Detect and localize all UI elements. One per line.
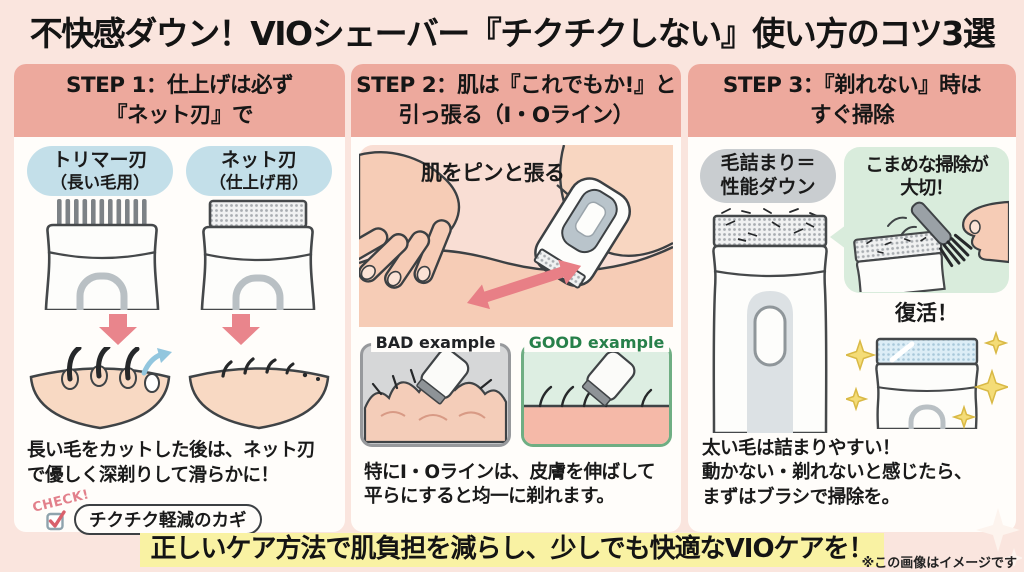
good-example-illustration bbox=[524, 350, 669, 444]
step3-header: STEP 3：『剃れない』時は すぐ掃除 bbox=[688, 64, 1016, 137]
good-example-label: GOOD example bbox=[523, 333, 670, 352]
clean-shaver-illustration bbox=[843, 330, 1010, 444]
brush-cleaning-illustration bbox=[853, 201, 1011, 300]
footer-banner: 正しいケア方法で肌負担を減らし、少しでも快適なVIOケアを！ bbox=[0, 528, 1024, 567]
bad-example-illustration bbox=[363, 348, 508, 444]
bubble-tail bbox=[830, 225, 846, 249]
corner-sparkle-icon bbox=[976, 508, 1022, 566]
checkbox-icon bbox=[46, 510, 66, 531]
step1-header: STEP 1：仕上げは必ず 『ネット刃』で bbox=[14, 64, 345, 137]
good-example-box: GOOD example bbox=[521, 333, 672, 447]
cleaning-brush bbox=[910, 201, 973, 268]
step3-body-text: 太い毛は詰まりやすい！ 動かない・剃れないと感じたら、 まずはブラシで掃除を。 bbox=[702, 438, 973, 508]
cleaning-tip-bubble: こまめな掃除が 大切！ bbox=[830, 147, 1011, 300]
clog-warning-label: 毛詰まり＝ 性能ダウン bbox=[700, 149, 836, 203]
hand-illustration bbox=[962, 201, 1011, 264]
revival-label: 復活！ bbox=[895, 301, 958, 325]
bad-example-label: BAD example bbox=[370, 333, 501, 352]
trimmer-blade-label: トリマー刃 （長い毛用） bbox=[27, 146, 173, 197]
revival-block: 復活！ bbox=[843, 297, 1010, 444]
image-disclaimer-note: ※この画像はイメージです bbox=[861, 556, 1017, 571]
clogged-shaver-illustration bbox=[712, 208, 828, 433]
skin-stretch-scene: 肌をピンと張る bbox=[338, 144, 674, 331]
step1-body-text: 長い毛をカットした後は、ネット刃 で優しく深剃りして滑らかに！ bbox=[27, 440, 316, 486]
shaver-illustration bbox=[533, 177, 631, 289]
step2-header: STEP 2：肌は『これでもか!』と 引っ張る（I・Oライン） bbox=[351, 64, 681, 137]
trimmer-head-illustration bbox=[44, 199, 160, 311]
net-blade-label: ネット刃 （仕上げ用） bbox=[186, 146, 332, 197]
cleaning-tip-label: こまめな掃除が 大切！ bbox=[865, 155, 989, 200]
check-bubble: チクチク軽減のカギ bbox=[74, 504, 262, 536]
skin-stretch-illustration bbox=[338, 144, 674, 327]
page-title: 不快感ダウン！VIOシェーバー『チクチクしない』使い方のコツ3選 bbox=[29, 14, 996, 53]
footer-message: 正しいケア方法で肌負担を減らし、少しでも快適なVIOケアを！ bbox=[140, 533, 884, 567]
step1-panel: STEP 1：仕上げは必ず 『ネット刃』で トリマー刃 （長い毛用） ネット刃 … bbox=[14, 64, 345, 549]
scene-caption: 肌をピンと張る bbox=[421, 161, 565, 185]
step2-body-text: 特にI・Oラインは、皮膚を伸ばして 平らにすると均一に剃れます。 bbox=[364, 462, 656, 508]
stubble-skin-illustration bbox=[188, 357, 330, 430]
stroke-direction-arrow bbox=[467, 259, 582, 310]
sparkle-icons bbox=[843, 330, 1010, 430]
step3-panel: STEP 3：『剃れない』時は すぐ掃除 毛詰まり＝ 性能ダウン こまめな掃除が… bbox=[688, 64, 1016, 532]
net-head-illustration bbox=[200, 200, 316, 311]
long-hair-skin-illustration bbox=[29, 347, 172, 430]
down-arrow-icon bbox=[222, 314, 261, 346]
step2-panel: STEP 2：肌は『これでもか!』と 引っ張る（I・Oライン） bbox=[338, 64, 681, 532]
bad-example-box: BAD example bbox=[360, 333, 511, 447]
down-arrow-icon bbox=[98, 314, 137, 346]
